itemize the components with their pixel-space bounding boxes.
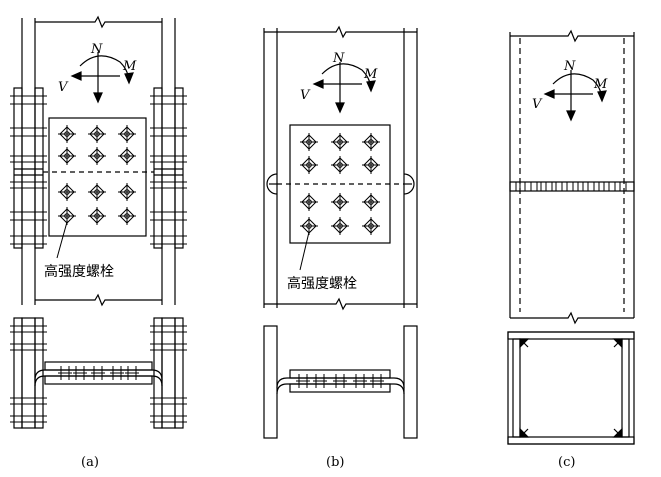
label-v-a: V xyxy=(58,80,69,95)
section-b xyxy=(263,325,418,439)
panel-a xyxy=(13,15,184,307)
caption-c: (c) xyxy=(558,455,575,470)
bolt-callout-b: 高强度螺栓 xyxy=(287,275,357,292)
section-bolts-b xyxy=(295,373,385,389)
panel-c xyxy=(509,29,635,325)
section-bolts-a xyxy=(10,325,187,423)
bolt-callout-a: 高强度螺栓 xyxy=(44,263,114,280)
weld-band-c xyxy=(515,182,627,191)
label-v-b: V xyxy=(300,88,311,103)
label-n-c: N xyxy=(563,59,576,74)
force-symbol-b xyxy=(312,62,376,114)
caption-a: (a) xyxy=(81,455,99,470)
callout-leader-b xyxy=(299,231,310,271)
caption-b: (b) xyxy=(326,455,344,470)
web-bolts-a xyxy=(57,124,137,226)
callout-leader-a xyxy=(56,221,68,259)
label-m-b: M xyxy=(363,67,378,82)
label-n-b: N xyxy=(332,51,345,66)
flange-bolts-a xyxy=(10,95,187,245)
label-n-a: N xyxy=(90,42,103,57)
force-symbol-c xyxy=(543,70,607,122)
label-m-c: M xyxy=(593,77,608,92)
section-c xyxy=(507,331,635,445)
force-symbol-a xyxy=(70,52,134,104)
label-m-a: M xyxy=(122,59,137,74)
panel-b xyxy=(263,25,418,311)
section-a xyxy=(13,317,184,429)
label-v-c: V xyxy=(532,97,543,112)
